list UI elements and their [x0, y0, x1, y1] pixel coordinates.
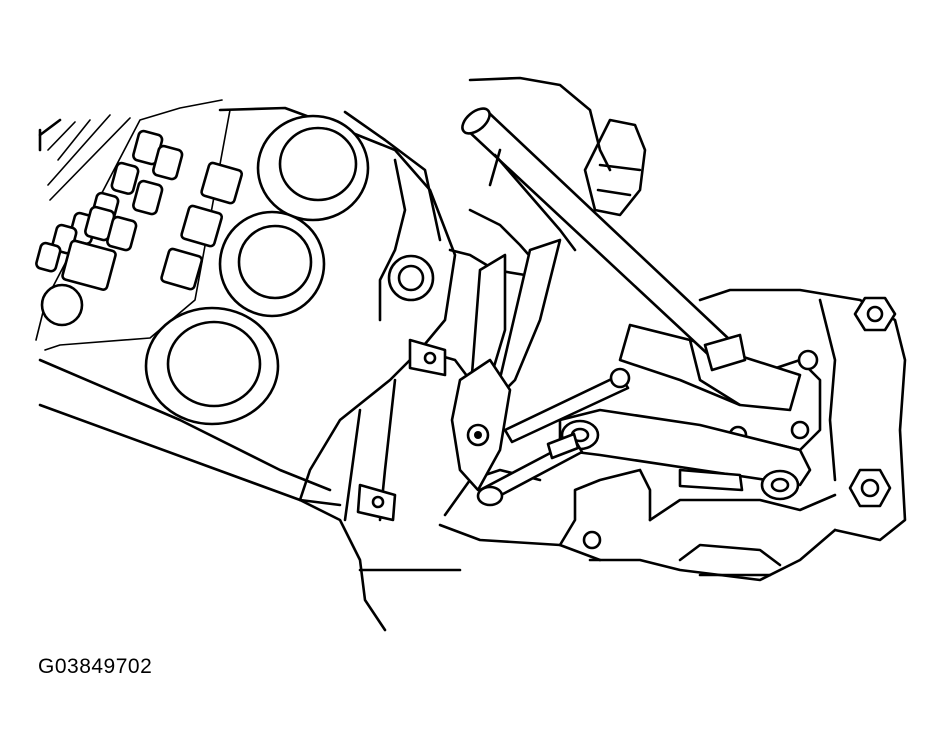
transmission-housing: [358, 76, 907, 582]
round-knob-icon: [40, 283, 84, 327]
bracket-tab-lower: [356, 483, 397, 522]
switch-button: [152, 144, 184, 181]
switch-button: [106, 215, 138, 252]
switch-button: [61, 239, 117, 291]
switch-button: [110, 161, 140, 195]
hex-bolt-icon: [582, 530, 602, 550]
cable-icon: [476, 367, 631, 507]
hex-bolt-icon: [853, 296, 897, 332]
switch-button: [180, 204, 224, 248]
switch-button: [200, 161, 244, 205]
gauge-bottom: [144, 306, 280, 426]
switch-button: [35, 241, 62, 273]
bracket-icon: [558, 408, 812, 501]
switch-button: [160, 247, 204, 291]
hex-bolt-icon: [790, 420, 810, 440]
switch-button: [132, 179, 164, 216]
hex-bolt-icon: [797, 349, 819, 371]
pliers-icon: [450, 238, 562, 492]
hand: [448, 118, 647, 277]
lever-icon: [461, 107, 747, 372]
console-panel: [144, 106, 472, 632]
gauge-top: [256, 114, 370, 222]
switch-panel: [35, 99, 342, 507]
figure-code: G03849702: [38, 655, 153, 678]
gauge-middle: [218, 210, 326, 318]
hex-bolt-icon: [848, 468, 892, 508]
bracket-tab-upper: [408, 338, 447, 377]
